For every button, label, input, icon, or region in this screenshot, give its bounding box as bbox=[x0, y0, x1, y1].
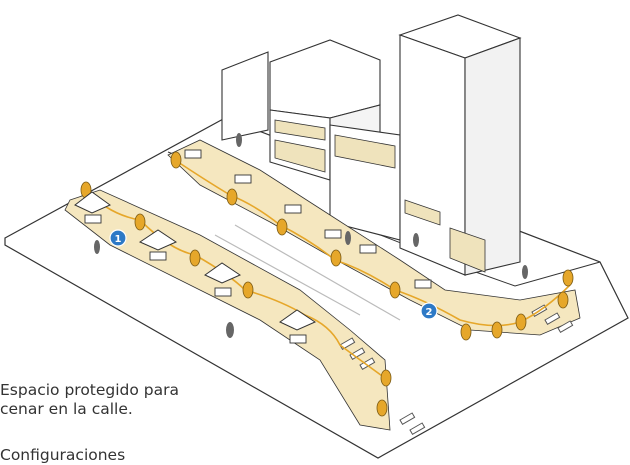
marker-2-label: 2 bbox=[426, 307, 433, 318]
umbrella bbox=[138, 229, 178, 251]
table bbox=[184, 149, 202, 159]
crosswalk-stripe bbox=[544, 312, 561, 326]
marker-1: 1 bbox=[109, 229, 127, 247]
person bbox=[522, 265, 528, 279]
barrel bbox=[460, 323, 472, 341]
marker-1-label: 1 bbox=[115, 234, 122, 245]
umbrella bbox=[204, 262, 242, 284]
building-tower-side bbox=[464, 37, 521, 276]
umbrellas bbox=[74, 191, 317, 331]
tables bbox=[84, 149, 432, 344]
crosswalk-stripe bbox=[557, 320, 574, 334]
marker-2-circle bbox=[420, 302, 438, 320]
table bbox=[289, 334, 307, 344]
table bbox=[359, 244, 377, 254]
people bbox=[94, 133, 528, 338]
window-band bbox=[449, 227, 486, 273]
window-band bbox=[404, 199, 441, 226]
dining-zone-near bbox=[64, 189, 391, 431]
barrel bbox=[226, 188, 238, 206]
person bbox=[413, 233, 419, 247]
road-lines bbox=[214, 224, 401, 321]
barrel bbox=[557, 291, 569, 309]
barrel bbox=[376, 399, 388, 417]
lane-line bbox=[214, 234, 361, 316]
caption-line-3: Configuraciones bbox=[0, 446, 126, 464]
umbrella bbox=[279, 309, 317, 331]
building-left bbox=[221, 51, 269, 141]
person bbox=[236, 133, 242, 147]
window-band bbox=[334, 134, 396, 169]
barrel bbox=[170, 151, 182, 169]
window-bands bbox=[274, 119, 486, 273]
table bbox=[284, 204, 302, 214]
crosswalk-stripe bbox=[349, 347, 366, 361]
window-band bbox=[274, 119, 326, 141]
lane-line bbox=[234, 224, 401, 321]
marker-2: 2 bbox=[420, 302, 438, 320]
barrel bbox=[515, 313, 527, 331]
crosswalk-stripe bbox=[409, 422, 426, 436]
caption-line-2: cenar en la calle. bbox=[0, 400, 133, 418]
barrel bbox=[242, 281, 254, 299]
barrel bbox=[276, 218, 288, 236]
table bbox=[214, 287, 232, 297]
table bbox=[84, 214, 102, 224]
umbrella bbox=[74, 191, 111, 214]
dining-zone-far bbox=[167, 139, 581, 336]
barrel bbox=[389, 281, 401, 299]
barrel bbox=[330, 249, 342, 267]
barrel bbox=[491, 321, 503, 339]
barrel bbox=[562, 269, 574, 287]
table bbox=[414, 279, 432, 289]
barrel bbox=[189, 249, 201, 267]
person bbox=[226, 322, 234, 338]
window-band bbox=[274, 139, 326, 173]
barrel bbox=[134, 213, 146, 231]
building-mid-top bbox=[269, 39, 381, 119]
table bbox=[149, 251, 167, 261]
barrels bbox=[80, 151, 574, 417]
person bbox=[345, 231, 351, 245]
caption-line-1: Espacio protegido para bbox=[0, 381, 180, 399]
barrel bbox=[380, 369, 392, 387]
table bbox=[234, 174, 252, 184]
crosswalk-stripe bbox=[399, 412, 416, 426]
crosswalk-near bbox=[339, 337, 426, 436]
table bbox=[324, 229, 342, 239]
person bbox=[94, 240, 100, 254]
marker-1-circle bbox=[109, 229, 127, 247]
crosswalk-stripe bbox=[339, 337, 356, 351]
